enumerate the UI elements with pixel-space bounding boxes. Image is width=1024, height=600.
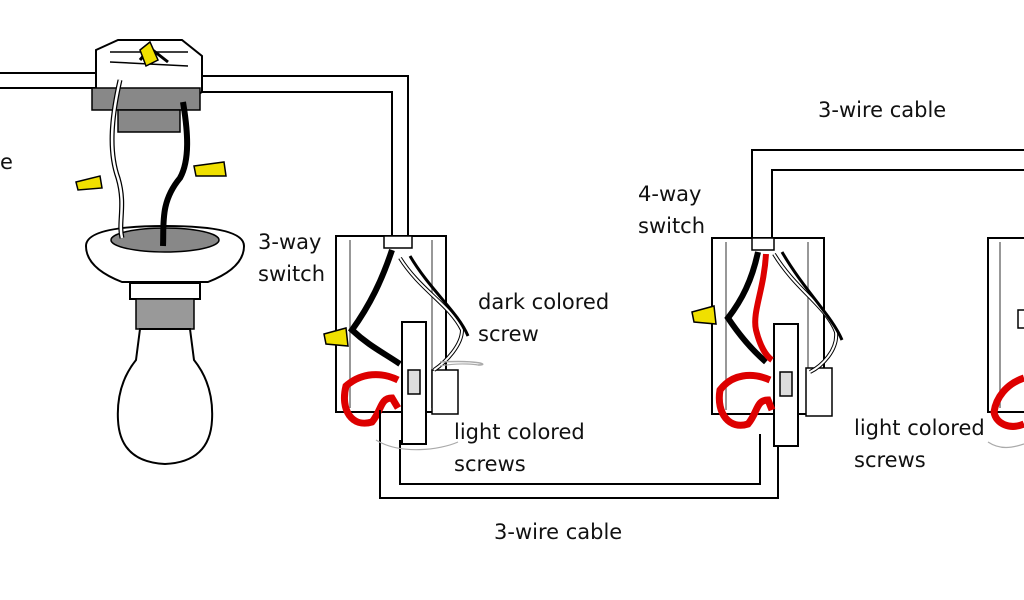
wire-nut-icon [691,305,717,325]
dark-screw-label-line2: screw [478,322,539,346]
ceiling-fixture [84,39,246,330]
feed-cable [0,72,100,89]
cable-3way-to-4way [379,410,779,499]
light-screws-a-label-line2: screws [454,452,526,476]
three-way-switch-box [335,235,459,445]
cable-fixture-to-3way [190,75,409,244]
four-way-label-line1: 4-way [638,182,702,206]
wire-nut-icon [75,40,227,191]
three-way-switch-wires [341,249,484,427]
four-way-switch-box [711,237,833,447]
left-cut-label: e [0,150,13,174]
dark-screw-label-line1: dark colored [478,290,610,314]
cable-4way-to-next [751,149,1024,244]
label-leader-lines [375,363,1024,451]
three-way-label-line2: switch [258,262,326,286]
light-screws-b-label-line2: screws [854,448,926,472]
four-way-switch-wires [715,251,844,429]
light-screws-a-label-line1: light colored [454,420,585,444]
cable-top-label: 3-wire cable [818,98,947,122]
next-switch-box [987,237,1024,430]
three-way-label-line1: 3-way [258,230,322,254]
light-screws-b-label-line1: light colored [854,416,985,440]
cable-bottom-label: 3-wire cable [494,520,623,544]
light-bulb [116,328,214,466]
four-way-label-line2: switch [638,214,706,238]
fixture-wires [109,45,191,247]
wire-nut-icon [323,327,349,347]
